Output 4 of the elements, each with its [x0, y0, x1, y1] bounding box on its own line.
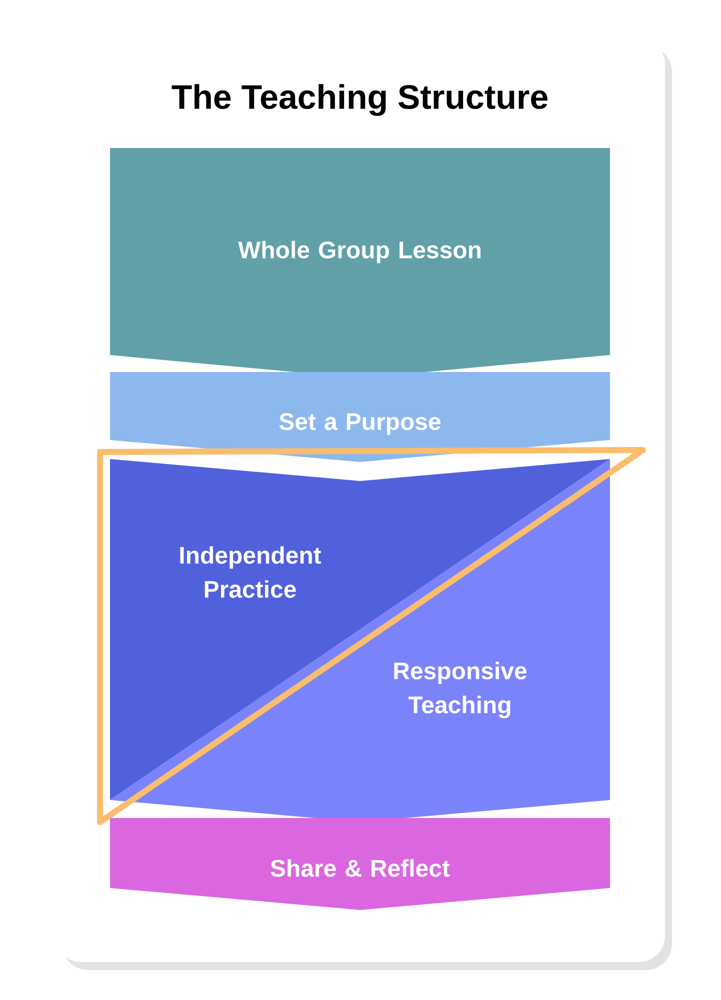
- chevron-band: Set a Purpose: [110, 372, 610, 462]
- chevron-band: Share & Reflect: [110, 818, 610, 910]
- title: The Teaching Structure: [172, 84, 548, 116]
- chevron-band: Whole Group Lesson: [110, 148, 610, 378]
